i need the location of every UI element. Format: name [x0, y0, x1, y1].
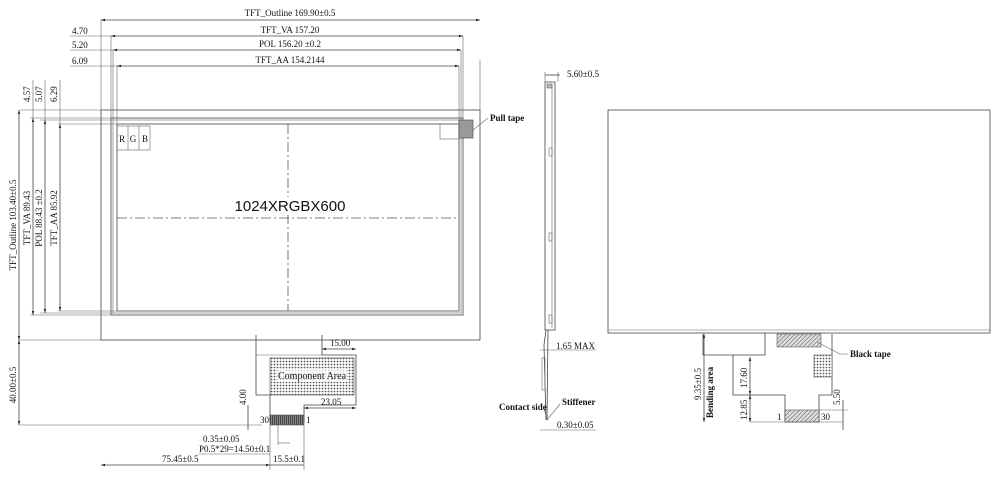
dim-va-top-offset: 4.57 [22, 86, 32, 102]
tft-va [110, 117, 464, 316]
back-pin-30-label: 30 [821, 412, 831, 422]
pull-tape [458, 119, 474, 139]
black-tape-label: Black tape [850, 349, 891, 359]
contact-side-label: Contact side [499, 402, 547, 412]
pull-tape-label: Pull tape [490, 113, 524, 123]
dim-aa-top-offset: 6.29 [49, 86, 59, 102]
dim-aa-height: TFT_AA 85.92 [49, 190, 59, 246]
dim-max: 1.65 MAX [556, 341, 596, 351]
resolution-label: 1024XRGBX600 [235, 198, 346, 215]
side-view: 5.60±0.5 1.65 MAX Contact side Stiffener… [499, 69, 599, 431]
dim-bending: 9.35±0.5 [693, 368, 703, 400]
dim-fpc-length: 40.00±0.5 [8, 366, 18, 403]
dim-17: 17.60 [739, 367, 749, 388]
dim-fpc-23: 23.05 [321, 397, 342, 407]
dim-pol-height: POL 88.43 ±0.2 [34, 189, 44, 247]
dim-pol-offset: 5.20 [72, 40, 88, 50]
dim-pol-top-offset: 5.07 [34, 86, 44, 102]
dim-pol-width: POL 156.20 ±0.2 [259, 39, 321, 49]
dim-outline-height: TFT_Outline 103.40±0.5 [8, 179, 18, 270]
dim-stiffener-thickness: 0.30±0.05 [557, 420, 594, 430]
dim-va-width: TFT_VA 157.20 [261, 25, 320, 35]
front-view: TFT_Outline 169.90±0.5 TFT_VA 157.20 POL… [8, 8, 524, 470]
dim-connector-width: 15.5±0.1 [273, 454, 305, 464]
polarizer [112, 119, 462, 314]
dim-outline-width: TFT_Outline 169.90±0.5 [245, 8, 336, 18]
pin-30-label: 30 [260, 415, 270, 425]
dim-pitch: P0.5*29=14.50±0.1 [199, 444, 270, 454]
dim-aa-width: TFT_AA 154.2144 [255, 55, 325, 65]
bending-area-label: Bending area [705, 366, 715, 418]
dim-fpc-4: 4.00 [238, 389, 248, 405]
stiffener-label: Stiffener [562, 397, 596, 407]
side-panel [544, 81, 556, 331]
dim-pin-width: 0.35±0.05 [203, 434, 240, 444]
subpixel-r: R [119, 134, 125, 144]
black-tape [776, 333, 822, 348]
dim-va-offset: 4.70 [72, 26, 88, 36]
dim-fpc-offset: 75.45±0.5 [162, 454, 199, 464]
component-area-label: Component Area [278, 371, 347, 382]
dim-aa-offset: 6.09 [72, 56, 88, 66]
back-panel [607, 109, 991, 334]
tft-outline [100, 109, 481, 341]
dim-fpc-15: 15.00 [330, 338, 351, 348]
back-connector [784, 409, 820, 423]
subpixel-b: B [142, 134, 148, 144]
pin-1-label: 1 [306, 415, 311, 425]
fpc-connector-pins [269, 414, 305, 426]
dim-12: 12.85 [739, 399, 749, 420]
dim-thickness: 5.60±0.5 [567, 69, 599, 79]
back-view: Black tape 1 30 9.35±0.5 Bending area 17… [607, 109, 991, 430]
fpc-outline [255, 335, 357, 423]
back-pin-1-label: 1 [777, 412, 782, 422]
subpixel-g: G [130, 134, 137, 144]
dim-5: 5.50 [832, 389, 842, 405]
dim-va-height: TFT_VA 89.43 [22, 190, 32, 245]
